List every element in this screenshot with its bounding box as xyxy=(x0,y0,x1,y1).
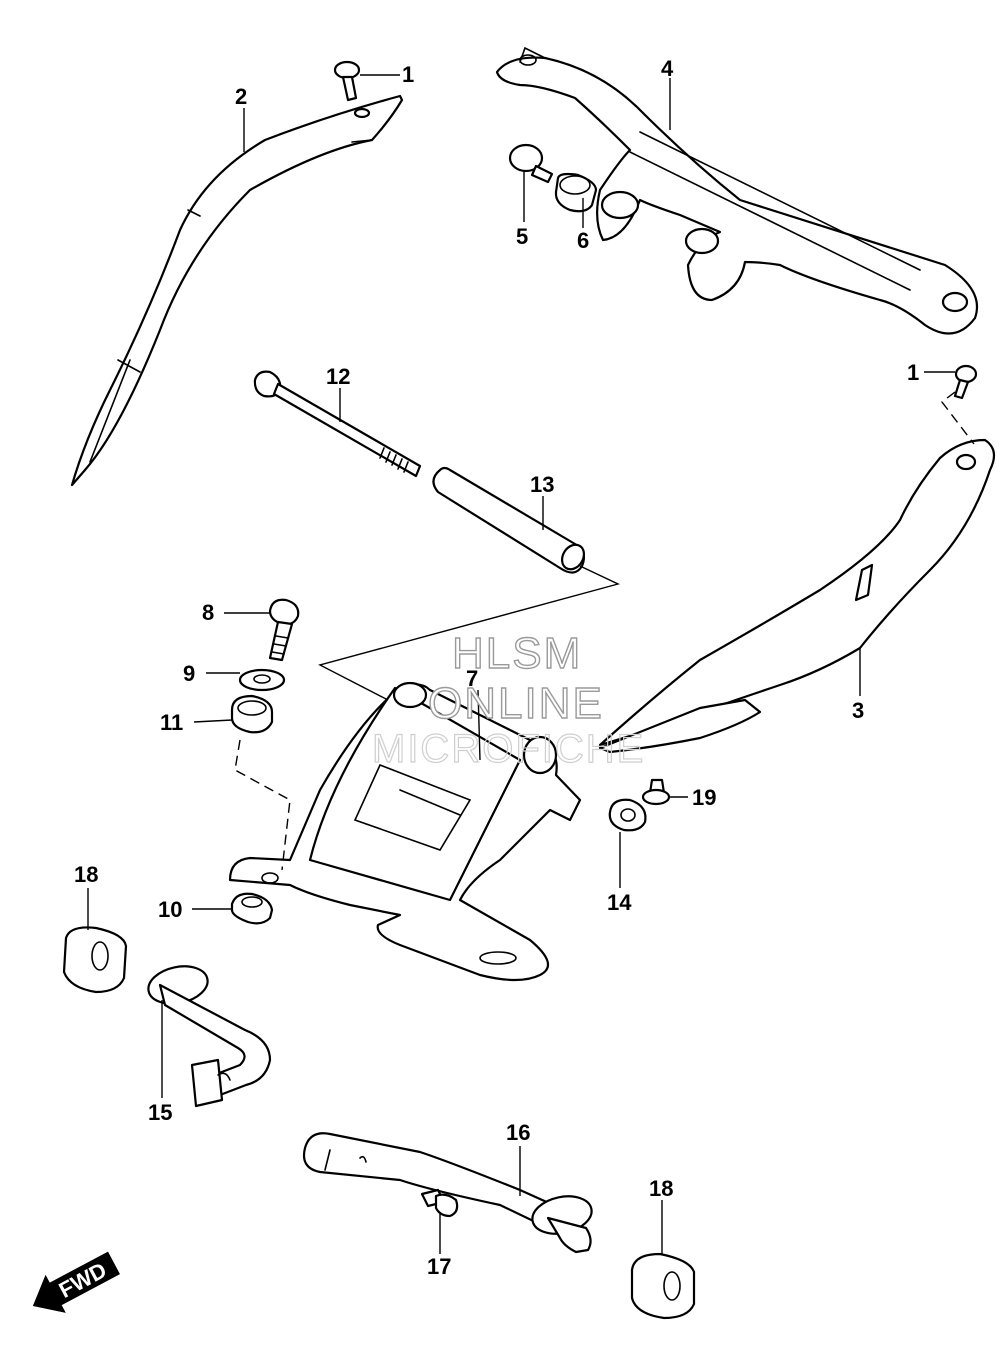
arrow-forward-icon xyxy=(32,1251,120,1313)
callout-leaders xyxy=(87,74,955,1254)
callout-17: 17 xyxy=(427,1254,451,1279)
part-14-nut xyxy=(608,798,647,832)
callout-2: 2 xyxy=(235,84,247,109)
part-16-footrest-right xyxy=(302,1132,593,1254)
callout-14: 14 xyxy=(607,890,632,915)
callout-1-top: 1 xyxy=(402,62,414,87)
part-15-footrest-left xyxy=(147,965,272,1108)
callout-9: 9 xyxy=(183,661,195,686)
watermark-line-3: MICROFICHE xyxy=(372,727,645,771)
callout-18-right: 18 xyxy=(649,1176,673,1201)
part-12-long-bolt xyxy=(253,370,422,478)
part-5-bolt xyxy=(508,143,554,184)
part-4-rear-bracket xyxy=(495,46,979,335)
fwd-arrow: FWD xyxy=(32,1251,120,1313)
callout-16: 16 xyxy=(506,1120,530,1145)
part-1-screw-top xyxy=(333,60,361,102)
callout-19: 19 xyxy=(692,785,716,810)
callout-numbers: 1 2 4 5 6 1 12 13 8 9 7 11 3 19 14 10 18… xyxy=(74,56,919,1279)
callout-6: 6 xyxy=(577,228,589,253)
part-8-bolt xyxy=(268,598,300,662)
callout-5: 5 xyxy=(516,224,528,249)
callout-18-left: 18 xyxy=(74,862,98,887)
part-19-screw xyxy=(641,778,671,806)
callout-11: 11 xyxy=(160,710,183,735)
assembly-line-bolt-8 xyxy=(234,739,291,871)
assembly-line-screw-1 xyxy=(941,391,975,445)
part-3-right-grip-cover xyxy=(598,438,996,754)
callout-12: 12 xyxy=(326,364,350,389)
part-18-damper-right xyxy=(630,1252,696,1320)
callout-3: 3 xyxy=(852,698,864,723)
callout-7: 7 xyxy=(466,666,478,691)
fwd-label: FWD xyxy=(55,1257,111,1303)
part-13-tube xyxy=(432,466,586,574)
part-10-collar xyxy=(230,892,274,925)
watermark-line-2: ONLINE xyxy=(428,679,604,728)
part-18-damper-left xyxy=(62,926,128,994)
callout-1-right: 1 xyxy=(907,360,919,385)
assembly-leader-zigzag xyxy=(318,565,621,701)
watermark: HLSM ONLINE MICROFICHE xyxy=(371,628,645,771)
callout-15: 15 xyxy=(148,1100,172,1125)
callout-4: 4 xyxy=(661,56,674,81)
part-6-collar xyxy=(554,172,598,213)
part-9-washer xyxy=(238,668,286,692)
callout-8: 8 xyxy=(202,600,214,625)
watermark-line-1: HLSM xyxy=(452,629,582,678)
callout-10: 10 xyxy=(158,897,182,922)
part-1-screw-right xyxy=(953,364,978,400)
part-7-main-bracket xyxy=(228,681,582,982)
part-11-grommet xyxy=(230,694,274,734)
part-17-bolt xyxy=(420,1188,459,1218)
callout-13: 13 xyxy=(530,472,554,497)
part-2-left-grip-cover xyxy=(70,94,404,487)
